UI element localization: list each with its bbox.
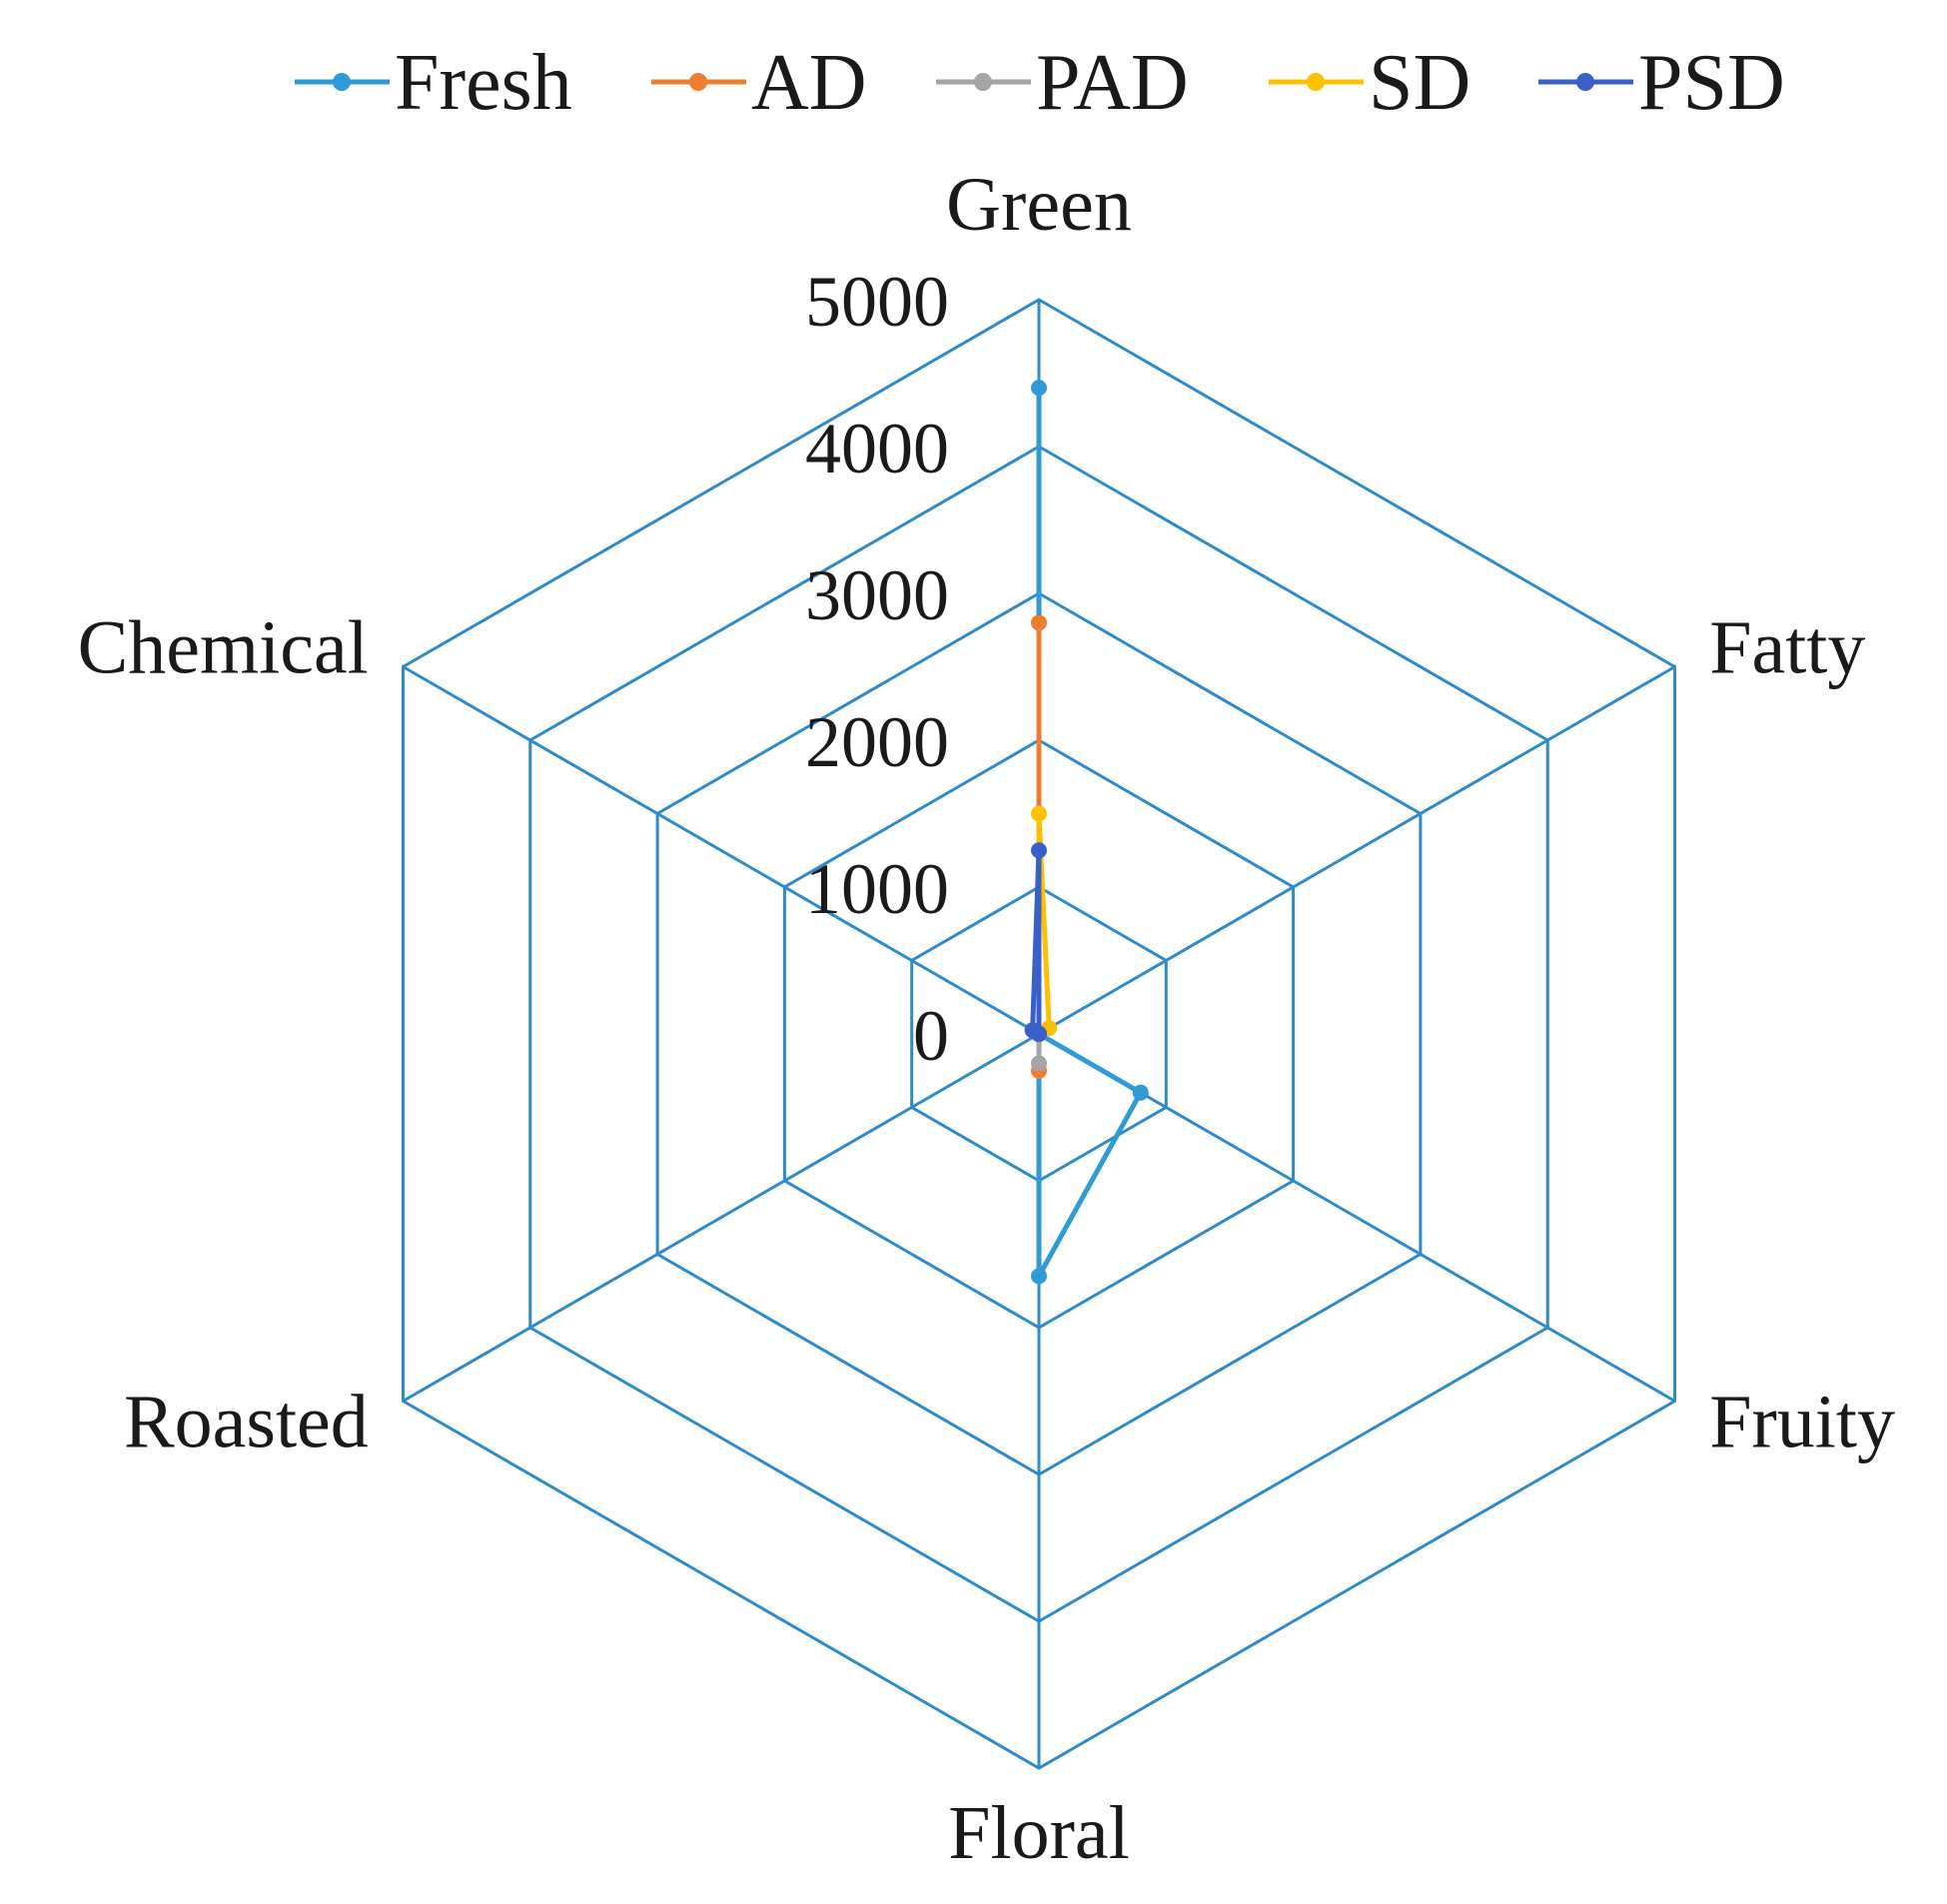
axis-label-chemical: Chemical — [78, 606, 369, 690]
tick-label-1000: 1000 — [805, 849, 949, 929]
tick-label-0: 0 — [913, 996, 949, 1076]
point-fresh-green — [1031, 380, 1047, 397]
legend-swatch-marker-fresh — [333, 73, 351, 91]
point-psd-chemical — [1024, 1022, 1041, 1039]
point-pad-floral — [1031, 1055, 1047, 1072]
axis-spoke-roasted — [402, 1032, 1040, 1403]
tick-label-2000: 2000 — [805, 702, 949, 782]
legend-swatch-marker-ad — [689, 73, 707, 91]
legend-label-pad: PAD — [1036, 39, 1189, 127]
point-psd-green — [1031, 842, 1047, 859]
series-fresh — [1031, 380, 1149, 1285]
tick-labels: 0 1000 2000 3000 4000 5000 — [805, 262, 949, 1076]
legend-item-fresh: Fresh — [295, 39, 572, 127]
axis-spoke-chemical — [402, 665, 1040, 1036]
legend-label-psd: PSD — [1638, 39, 1785, 127]
legend-swatch-marker-pad — [974, 73, 992, 91]
tick-label-5000: 5000 — [805, 262, 949, 342]
series-line-psd — [1030, 847, 1042, 1037]
axis-label-fruity: Fruity — [1709, 1381, 1895, 1464]
tick-label-4000: 4000 — [805, 409, 949, 488]
series-layer — [1024, 380, 1149, 1285]
legend-label-ad: AD — [751, 39, 867, 127]
legend: Fresh AD PAD SD PSD — [295, 39, 1785, 127]
legend-item-psd: PSD — [1538, 39, 1785, 127]
point-ad-green — [1031, 614, 1047, 631]
point-sd-green — [1031, 805, 1047, 822]
legend-item-ad: AD — [651, 39, 867, 127]
axis-label-floral: Floral — [948, 1791, 1130, 1875]
legend-label-sd: SD — [1369, 39, 1470, 127]
legend-swatch-marker-psd — [1576, 73, 1594, 91]
point-fresh-floral — [1031, 1268, 1047, 1285]
axis-label-fatty: Fatty — [1709, 606, 1865, 690]
tick-label-3000: 3000 — [805, 555, 949, 635]
legend-label-fresh: Fresh — [395, 39, 572, 127]
legend-item-pad: PAD — [936, 39, 1189, 127]
axis-label-green: Green — [946, 163, 1132, 247]
axis-label-roasted: Roasted — [124, 1381, 369, 1464]
series-line-fresh — [1036, 385, 1144, 1279]
series-psd — [1024, 842, 1047, 1042]
legend-item-sd: SD — [1269, 39, 1470, 127]
point-fresh-fruity — [1132, 1084, 1149, 1101]
legend-swatch-marker-sd — [1307, 73, 1325, 91]
axis-spoke-fatty — [1038, 665, 1676, 1036]
